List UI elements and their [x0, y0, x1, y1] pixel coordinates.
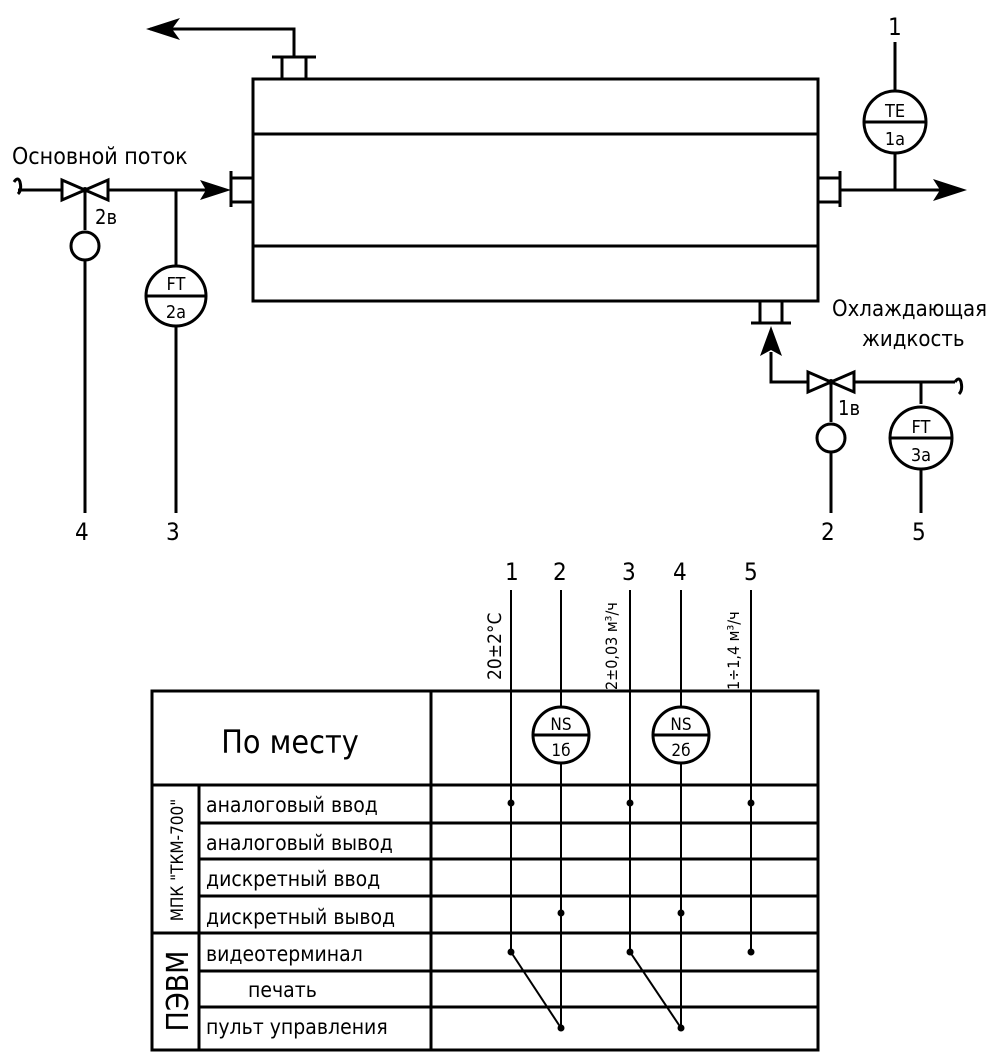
ns-1b-code: NS	[550, 715, 571, 735]
col-number-5: 5	[744, 558, 758, 586]
valve-2v-label: 2в	[95, 205, 117, 229]
line-number-5: 5	[912, 518, 926, 546]
coolant-line	[760, 326, 964, 396]
col-number-2: 2	[553, 558, 567, 586]
ns-1b-num: 1б	[551, 741, 570, 761]
instrument-ns-2b: NS 2б	[651, 705, 711, 765]
col-number-3: 3	[622, 558, 636, 586]
table-group-mpk: МПК "ТКМ-700"	[168, 799, 188, 922]
main-flow-line	[12, 177, 231, 200]
te-1a-code: TE	[884, 101, 905, 122]
row-analog-output: аналоговый вывод	[206, 831, 393, 855]
col-number-4: 4	[673, 558, 687, 586]
main-flow-label: Основной поток	[12, 144, 188, 170]
row-discrete-input: дискретный ввод	[206, 867, 380, 891]
col-number-1: 1	[505, 558, 519, 586]
bottom-inlet-nozzle	[751, 299, 791, 325]
ns-2b-code: NS	[670, 715, 691, 735]
actuator-1v	[815, 422, 847, 454]
instrument-te-1a: TE 1а	[862, 89, 928, 155]
valve-1v-label: 1в	[838, 396, 860, 420]
ft-2a-code: FT	[167, 274, 186, 295]
actuator-2v	[69, 230, 101, 262]
row-videoterminal: видеотерминал	[206, 942, 363, 966]
line-number-4: 4	[75, 518, 89, 546]
row-analog-input: аналоговый ввод	[206, 793, 378, 817]
product-outlet-line	[840, 179, 967, 201]
top-outlet-nozzle	[146, 18, 316, 81]
ns-2b-num: 2б	[671, 741, 690, 761]
ft-3a-num: 3а	[911, 445, 931, 466]
instrument-ns-1b: NS 1б	[531, 705, 591, 765]
table-signal-lines	[510, 590, 752, 1029]
heat-exchanger	[251, 77, 820, 303]
table-local-label: По месту	[221, 723, 358, 761]
coolant-label-1: Охлаждающая	[832, 297, 987, 322]
left-inlet-nozzle	[229, 171, 255, 207]
te-1a-num: 1а	[885, 129, 905, 150]
right-outlet-nozzle	[816, 171, 842, 207]
setpoint-flow-main: 2±0,03 м³/ч	[602, 602, 621, 690]
line-number-3: 3	[166, 518, 180, 546]
ft-3a-code: FT	[912, 417, 931, 438]
setpoint-temperature: 20±2°С	[484, 613, 506, 680]
line-number-1-top: 1	[888, 13, 902, 41]
instrument-ft-3a: FT 3а	[888, 405, 954, 471]
instrument-ft-2a: FT 2а	[144, 264, 208, 328]
ft-2a-num: 2а	[166, 302, 186, 323]
row-print: печать	[248, 978, 317, 1002]
setpoint-flow-coolant: 1÷1,4 м³/ч	[724, 611, 743, 690]
row-discrete-output: дискретный вывод	[206, 905, 395, 929]
row-control-panel: пульт управления	[206, 1015, 388, 1039]
table-group-pevm: ПЭВМ	[161, 951, 196, 1032]
control-table	[150, 689, 820, 1052]
coolant-label-2: жидкость	[862, 327, 965, 352]
junction-dots	[507, 799, 755, 1032]
line-number-2: 2	[821, 518, 835, 546]
